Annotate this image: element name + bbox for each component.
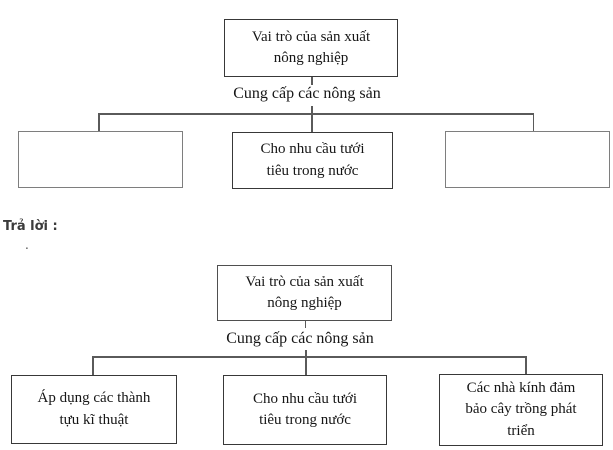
answer-connector-drop-right xyxy=(525,356,527,374)
question-root-connector xyxy=(311,77,313,85)
answer-child-box-middle: Cho nhu cầu tưới tiêu trong nước xyxy=(223,375,387,445)
question-child-box-middle: Cho nhu cầu tưới tiêu trong nước xyxy=(232,132,393,189)
answer-root-connector xyxy=(304,321,306,328)
answer-root-box: Vai trò của sản xuất nông nghiệp xyxy=(217,265,392,321)
answer-connector-drop-middle xyxy=(305,356,307,375)
answer-child-box-left: Áp dụng các thành tựu kĩ thuật xyxy=(11,375,177,444)
answer-branch-label: Cung cấp các nông sản xyxy=(226,330,374,347)
question-connector-drop-middle xyxy=(311,113,313,132)
question-root-box: Vai trò của sản xuất nông nghiệp xyxy=(224,19,398,77)
answer-child-box-right: Các nhà kính đảm bảo cây trồng phát triể… xyxy=(439,374,603,446)
answer-connector-drop-left xyxy=(92,356,94,375)
question-child-box-right-empty xyxy=(445,131,610,188)
answer-connector-rail xyxy=(92,356,527,358)
question-connector-drop-left xyxy=(98,113,100,131)
answer-heading: Trả lời : xyxy=(3,219,58,234)
answer-period: . xyxy=(25,238,29,252)
question-connector-rail xyxy=(98,113,534,115)
question-connector-drop-right xyxy=(532,113,534,131)
question-branch-label: Cung cấp các nông sản xyxy=(233,85,381,102)
answer-branch-stem xyxy=(305,350,307,356)
question-branch-stem xyxy=(311,106,313,114)
question-child-box-left-empty xyxy=(18,131,183,188)
